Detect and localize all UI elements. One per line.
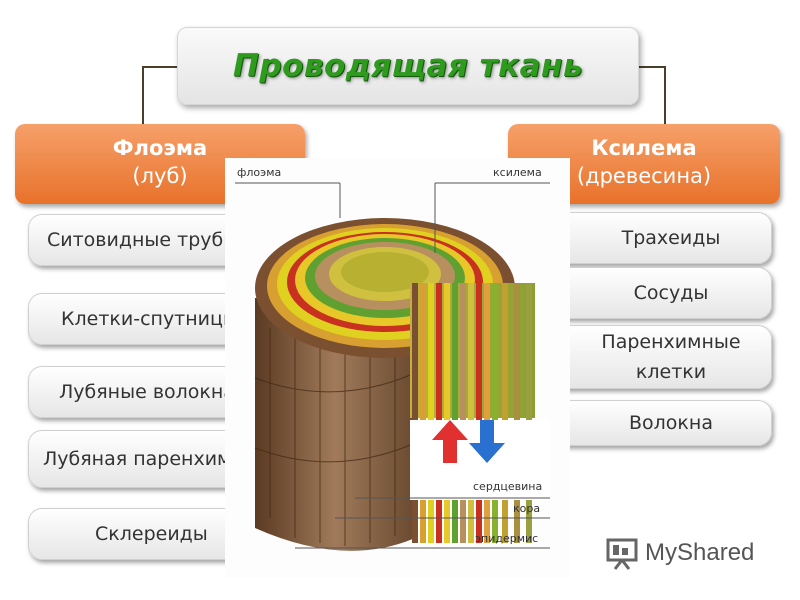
title-box: Проводящая ткань — [177, 27, 639, 105]
label-pith: сердцевина — [473, 480, 543, 493]
xylem-item-label: Сосуды — [633, 282, 709, 304]
arrow-up-icon — [432, 420, 468, 463]
phloem-item-label: Лубяные волокна — [59, 381, 235, 403]
phloem-item-label: Клетки-спутницы — [61, 308, 238, 330]
phloem-item-label: Лубяная паренхима — [43, 448, 244, 470]
arrow-down-icon — [469, 420, 505, 463]
watermark-text: MyShared — [645, 539, 755, 566]
diagram-title: Проводящая ткань — [232, 48, 584, 84]
phloem-subtitle: (луб) — [132, 164, 188, 188]
phloem-item-label: Ситовидные трубки — [47, 229, 248, 251]
stem-cross-section-figure: флоэма ксилема сердцевина кора эпидермис — [225, 158, 570, 578]
xylem-item-label: Волокна — [629, 412, 713, 434]
label-epidermis: эпидермис — [475, 532, 539, 545]
connector-left — [142, 66, 177, 126]
phloem-name: Флоэма — [112, 136, 208, 160]
connector-right — [638, 66, 666, 126]
xylem-name: Ксилема — [591, 136, 697, 160]
xylem-item-label: Трахеиды — [621, 227, 721, 249]
stem-illustration — [235, 182, 550, 551]
phloem-item-label: Склереиды — [95, 523, 208, 545]
label-cortex: кора — [513, 502, 541, 515]
label-xylem: ксилема — [493, 166, 542, 179]
watermark: MyShared — [605, 536, 754, 570]
xylem-item-label: Паренхимные клетки — [601, 331, 741, 383]
xylem-subtitle: (древесина) — [576, 164, 712, 188]
label-phloem: флоэма — [237, 166, 282, 179]
presentation-icon — [606, 538, 638, 570]
